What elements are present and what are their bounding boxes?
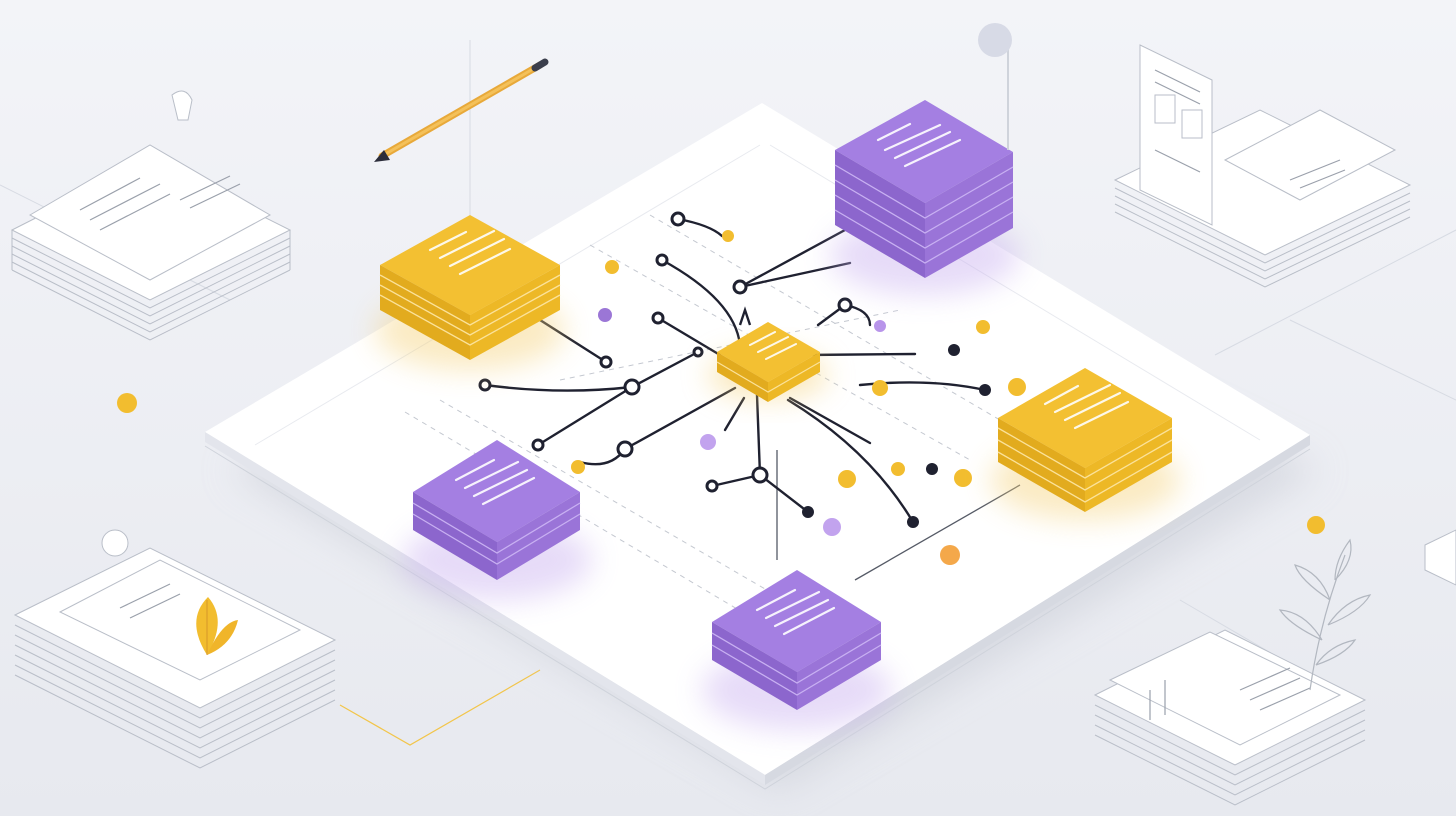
- yellow-guide-line: [339, 669, 541, 746]
- board-rule: [854, 484, 1021, 581]
- yellow-stack-right: [990, 368, 1180, 520]
- paper-stack-bottom-left: [13, 529, 337, 769]
- paper-stack-bottom-right: [1093, 629, 1367, 806]
- leaf-icon: [196, 597, 238, 655]
- purple-stack-left: [402, 440, 592, 600]
- pin-marker: [978, 23, 1012, 150]
- paper-stack-sketches: [10, 44, 1456, 806]
- central-node: [708, 306, 828, 402]
- background-lines: [0, 40, 1456, 671]
- yellow-stack-left: [375, 215, 565, 370]
- purple-stack-bottom: [702, 570, 892, 730]
- connection-lines: [483, 217, 987, 524]
- purple-stack-top: [830, 100, 1020, 295]
- paper-stack-edge-right: [1424, 529, 1456, 586]
- pencil-icon: [374, 58, 549, 162]
- connection-nodes: [478, 211, 853, 493]
- paper-stack-top-right: [1113, 44, 1412, 288]
- colored-dots: [108, 195, 1325, 565]
- paper-stack-top-left: [10, 90, 292, 341]
- connection-endpoints: [802, 344, 991, 528]
- plant-icon: [1278, 538, 1372, 691]
